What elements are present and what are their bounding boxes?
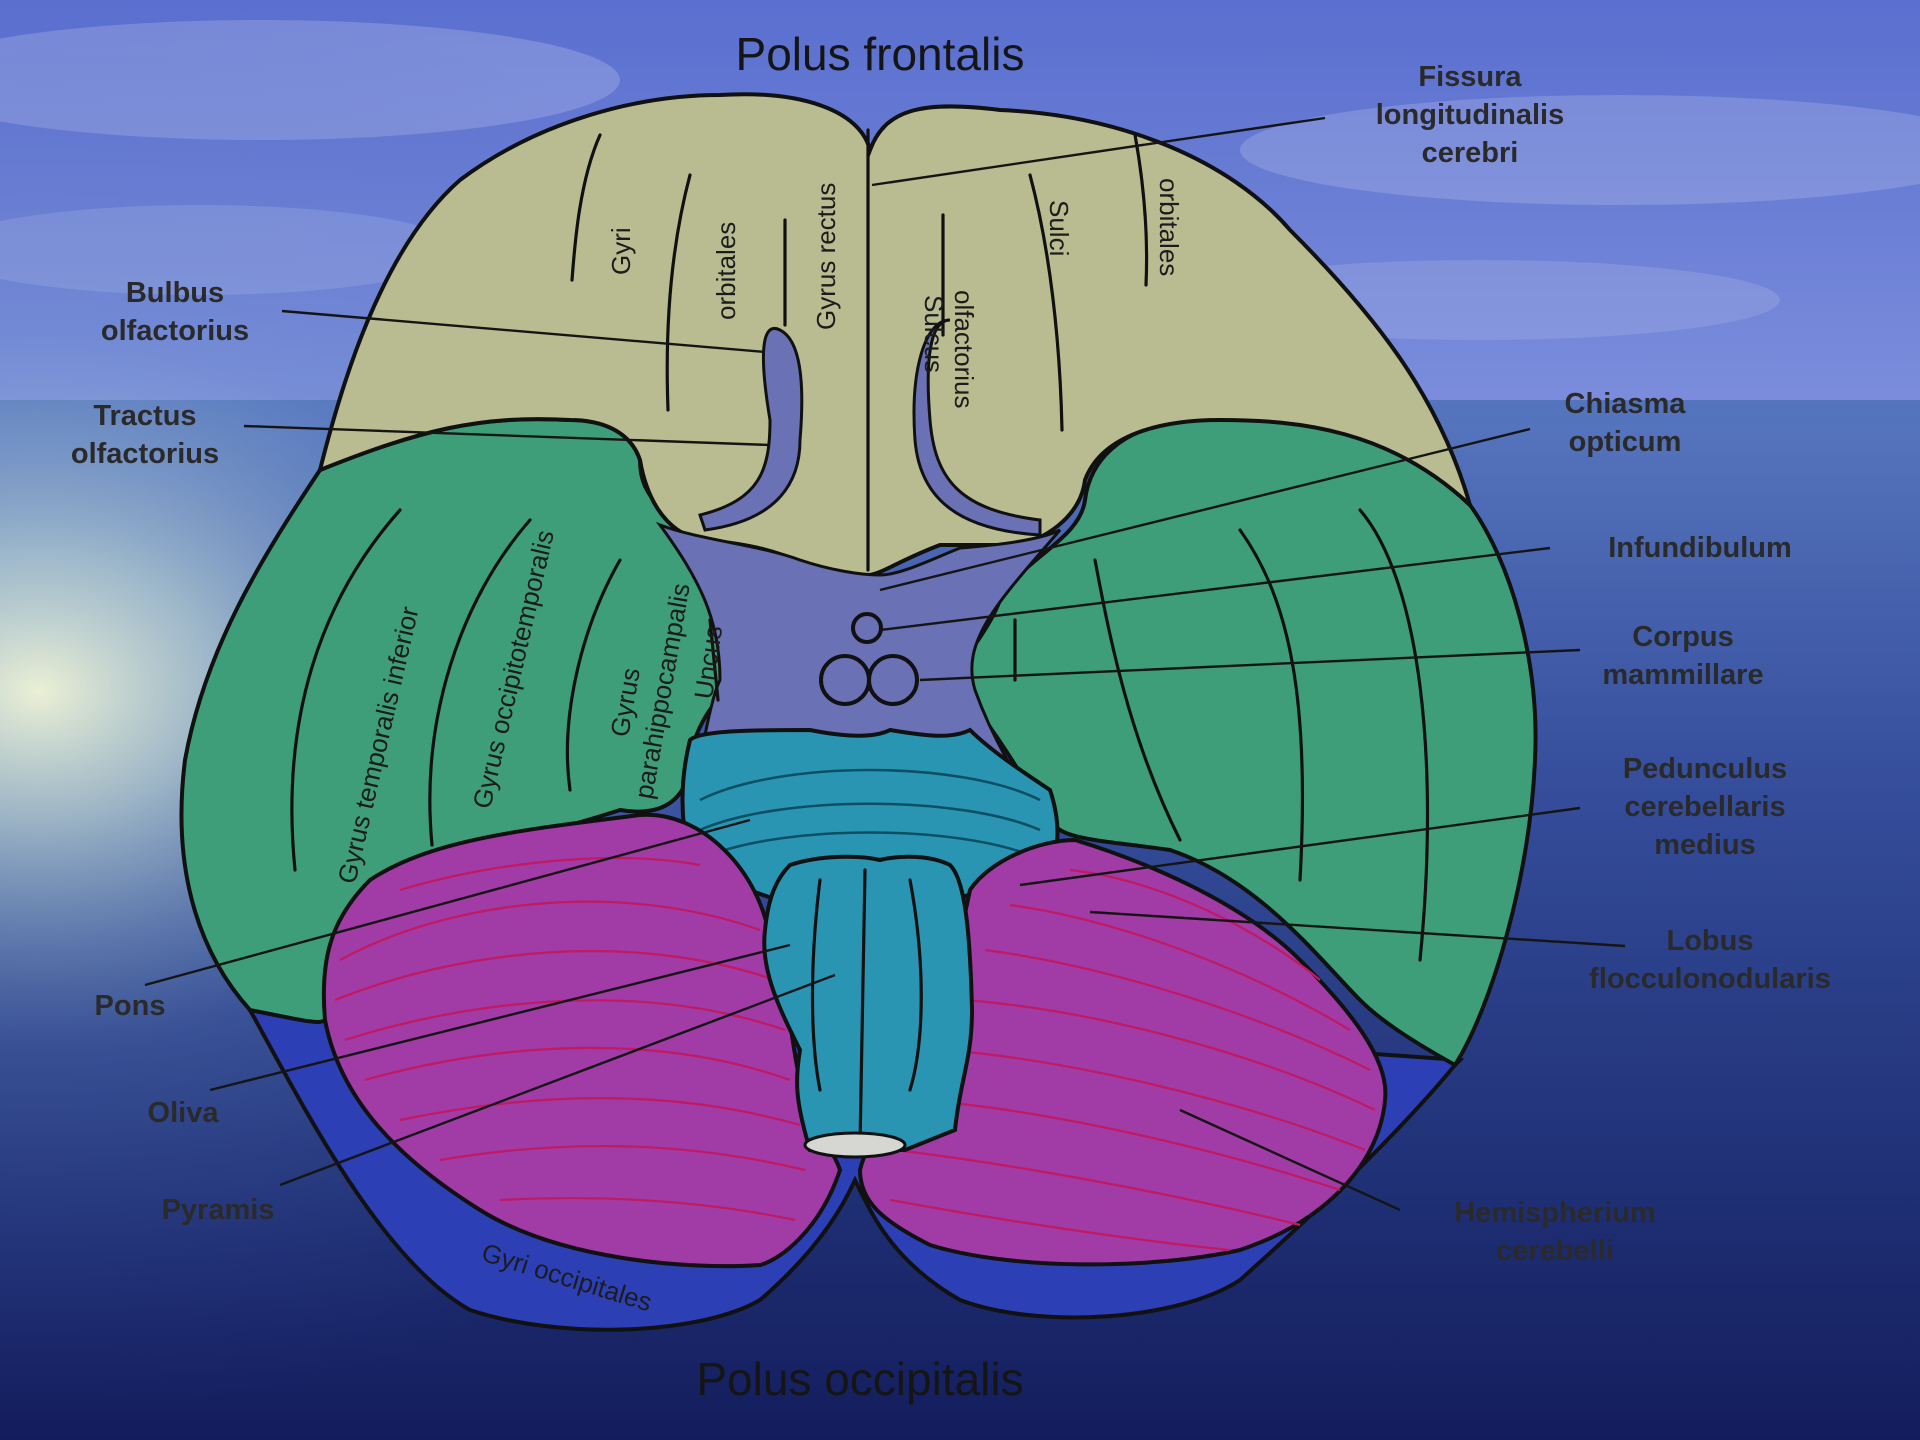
inner-label-orbitales-left: orbitales	[711, 222, 741, 320]
inner-label-sulci: Sulci	[1044, 200, 1074, 256]
label-bulbus-line1: Bulbus	[126, 277, 224, 309]
label-fissura-line1: Fissura	[1418, 61, 1522, 93]
inner-label-orbitales-right: orbitales	[1154, 178, 1184, 276]
label-hemispherium-line1: Hemispherium	[1454, 1197, 1655, 1229]
label-bulbus-line2: olfactorius	[101, 315, 249, 347]
label-tractus-line2: olfactorius	[71, 438, 219, 470]
label-pedunculus-line3: medius	[1654, 829, 1756, 861]
label-pedunculus-line1: Pedunculus	[1623, 753, 1787, 785]
label-oliva: Oliva	[148, 1097, 220, 1129]
inner-label-sulcus-line2: olfactorius	[949, 290, 979, 409]
label-lobus-line2: flocculonodularis	[1589, 963, 1831, 995]
label-infundibulum: Infundibulum	[1608, 532, 1792, 564]
label-corpus-line2: mammillare	[1602, 659, 1763, 691]
label-chiasma-line2: opticum	[1569, 426, 1682, 458]
label-tractus-line1: Tractus	[93, 400, 196, 432]
label-fissura-line2: longitudinalis	[1376, 99, 1565, 131]
label-pons: Pons	[95, 990, 166, 1022]
spinal-cord-section	[805, 1133, 905, 1157]
label-corpus-line1: Corpus	[1632, 621, 1734, 653]
inner-label-gyrus-rectus: Gyrus rectus	[811, 183, 841, 330]
title-polus-frontalis: Polus frontalis	[736, 28, 1025, 80]
label-lobus-line1: Lobus	[1667, 925, 1754, 957]
label-pyramis: Pyramis	[162, 1194, 275, 1226]
label-chiasma-line1: Chiasma	[1565, 388, 1687, 420]
label-fissura-line3: cerebri	[1422, 137, 1519, 169]
inner-label-gyri: Gyri	[606, 227, 636, 275]
title-polus-occipitalis: Polus occipitalis	[696, 1353, 1023, 1405]
label-pedunculus-line2: cerebellaris	[1624, 791, 1785, 823]
label-hemispherium-line2: cerebelli	[1496, 1235, 1614, 1267]
inner-label-sulcus-line1: Sulcus	[919, 295, 949, 373]
